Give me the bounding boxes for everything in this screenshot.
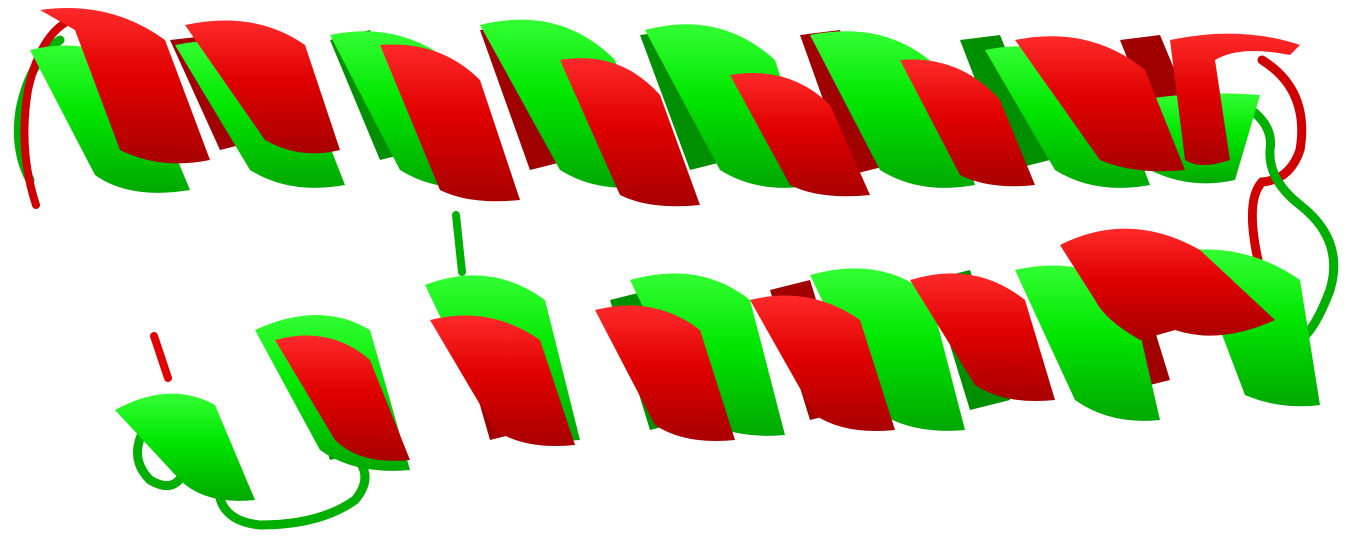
loop-tubes	[13, 16, 1339, 530]
green-side-stub	[452, 211, 466, 276]
red-n-terminus-loop	[20, 16, 74, 209]
lower-helix-red-ribbon	[275, 228, 1275, 461]
lower-helix	[115, 228, 1320, 501]
red-side-stub	[150, 332, 172, 382]
upper-helix	[30, 8, 1300, 207]
red-connector-loop	[1247, 55, 1307, 265]
green-c-terminus-loop	[133, 415, 370, 530]
green-connector-loop	[1230, 95, 1339, 345]
upper-helix-red-ribbon	[40, 8, 1300, 207]
